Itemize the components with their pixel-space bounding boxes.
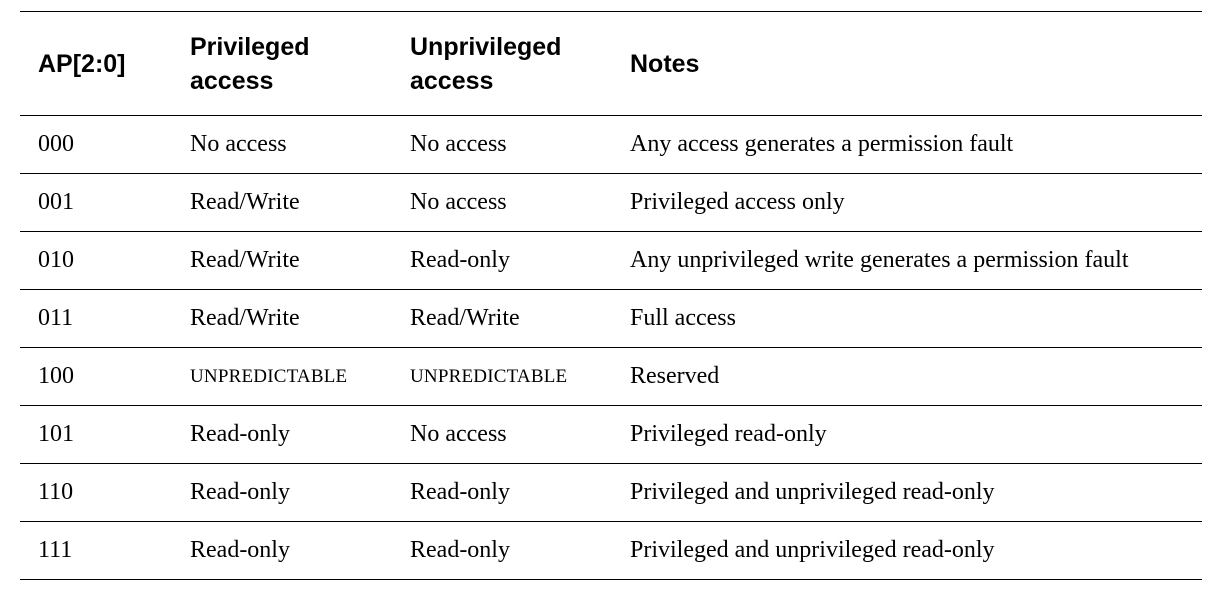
header-privileged-line1: Privileged [190,32,310,61]
table-row: 010 Read/Write Read-only Any unprivilege… [20,232,1202,290]
table-body: 000 No access No access Any access gener… [20,116,1202,580]
table-row: 000 No access No access Any access gener… [20,116,1202,174]
cell-notes: Privileged access only [630,189,845,215]
header-unprivileged-line2: access [410,66,494,95]
header-ap-label: AP[2:0] [38,49,126,78]
table-row: 011 Read/Write Read/Write Full access [20,290,1202,348]
cell-privileged: Read-only [190,537,290,563]
cell-privileged: Read/Write [190,247,300,273]
cell-ap: 001 [38,189,74,215]
table-row: 111 Read-only Read-only Privileged and u… [20,522,1202,580]
cell-ap: 101 [38,421,74,447]
cell-unprivileged: Read/Write [410,305,520,331]
header-unprivileged-line1: Unprivileged [410,32,562,61]
header-row: AP[2:0] Privileged access Unprivileged a… [20,11,1202,116]
cell-notes: Any unprivileged write generates a permi… [630,247,1129,273]
cell-privileged: No access [190,131,287,157]
cell-ap: 110 [38,479,74,505]
table-row: 100 UNPREDICTABLE UNPREDICTABLE Reserved [20,348,1202,406]
table-header: AP[2:0] Privileged access Unprivileged a… [20,11,1202,116]
header-unprivileged-access: Unprivileged access [392,12,612,116]
cell-ap: 111 [38,537,73,563]
cell-ap: 000 [38,131,74,157]
cell-notes: Reserved [630,363,720,389]
cell-unprivileged: No access [410,189,507,215]
table-row: 110 Read-only Read-only Privileged and u… [20,464,1202,522]
cell-notes: Any access generates a permission fault [630,131,1014,157]
header-notes: Notes [612,12,1202,116]
table-row: 101 Read-only No access Privileged read-… [20,406,1202,464]
cell-privileged: Read/Write [190,305,300,331]
cell-privileged: UNPREDICTABLE [190,365,348,387]
cell-notes: Privileged and unprivileged read-only [630,537,995,563]
cell-privileged: Read/Write [190,189,300,215]
cell-unprivileged: Read-only [410,247,510,273]
cell-privileged: Read-only [190,421,290,447]
header-ap: AP[2:0] [20,12,172,116]
cell-ap: 010 [38,247,74,273]
access-permissions-table: AP[2:0] Privileged access Unprivileged a… [20,11,1202,580]
cell-ap: 011 [38,305,74,331]
header-privileged-access: Privileged access [172,12,392,116]
cell-notes: Privileged read-only [630,421,827,447]
cell-ap: 100 [38,363,74,389]
cell-notes: Full access [630,305,736,331]
cell-notes: Privileged and unprivileged read-only [630,479,995,505]
cell-unprivileged: Read-only [410,479,510,505]
table-row: 001 Read/Write No access Privileged acce… [20,174,1202,232]
cell-unprivileged: UNPREDICTABLE [410,365,568,387]
cell-unprivileged: No access [410,421,507,447]
cell-unprivileged: Read-only [410,537,510,563]
header-privileged-line2: access [190,66,274,95]
access-permissions-table-container: AP[2:0] Privileged access Unprivileged a… [20,11,1202,580]
cell-unprivileged: No access [410,131,507,157]
cell-privileged: Read-only [190,479,290,505]
header-notes-label: Notes [630,49,700,78]
